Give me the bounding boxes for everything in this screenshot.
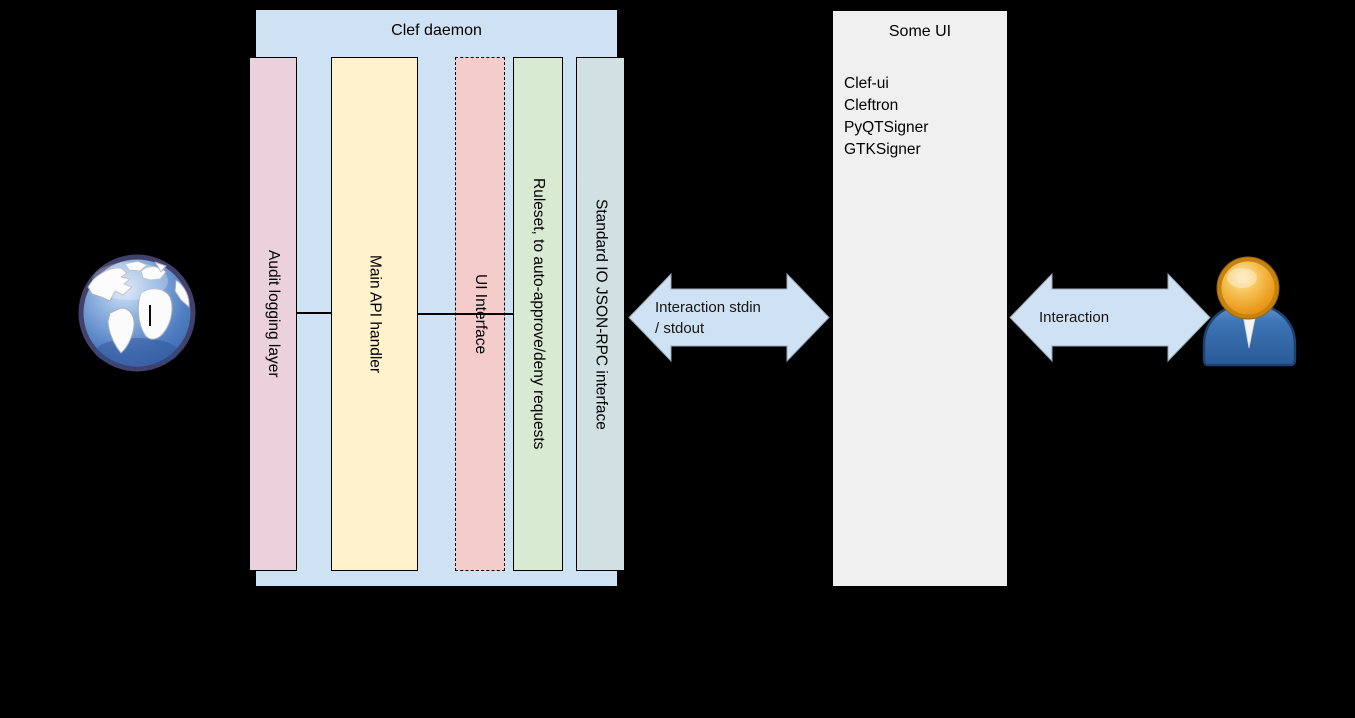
some-ui-title: Some UI (888, 23, 952, 40)
interaction-arrow-label: Interaction (1039, 307, 1109, 328)
user-icon (1202, 256, 1297, 367)
layer-audit-logging: Audit logging layer (249, 57, 297, 571)
connector-line-audit-api (297, 312, 331, 314)
stdin-stdout-arrow-icon (628, 272, 830, 363)
clef-daemon-box: Clef daemon (255, 9, 618, 587)
stdin-stdout-arrow-label-line2: / stdout (655, 320, 705, 337)
ui-implementations-list: Clef-ui Cleftron PyQTSigner GTKSigner (844, 73, 928, 161)
interaction-arrow-label-line1: Interaction (1039, 309, 1110, 326)
clef-daemon-title: Clef daemon (391, 22, 482, 39)
layer-main-api-handler: Main API handler (331, 57, 418, 571)
some-ui-box: Some UI Clef-ui Cleftron PyQTSigner GTKS… (832, 10, 1008, 587)
connector-line-api-ruleset (418, 313, 514, 315)
ui-option-pyqtsigner: PyQTSigner (844, 119, 929, 136)
ui-option-clef-ui: Clef-ui (844, 75, 889, 92)
stdin-stdout-arrow-label-line1: Interaction stdin (655, 299, 761, 316)
globe-icon (78, 254, 196, 372)
layer-main-api-handler-label: Main API handler (366, 254, 384, 374)
layer-stdio-jsonrpc: Standard IO JSON-RPC interface (576, 57, 625, 571)
layer-ruleset: Ruleset, to auto-approve/deny requests (513, 57, 563, 571)
interaction-arrow-icon (1009, 272, 1211, 363)
layer-stdio-jsonrpc-label: Standard IO JSON-RPC interface (592, 198, 610, 430)
ui-option-gtksigner: GTKSigner (844, 141, 921, 158)
stdin-stdout-arrow-label: Interaction stdin / stdout (655, 297, 761, 339)
globe-tick-mark (149, 305, 151, 326)
ui-option-cleftron: Cleftron (844, 97, 899, 114)
layer-audit-logging-label: Audit logging layer (265, 250, 282, 378)
layer-ruleset-label: Ruleset, to auto-approve/deny requests (530, 178, 547, 450)
